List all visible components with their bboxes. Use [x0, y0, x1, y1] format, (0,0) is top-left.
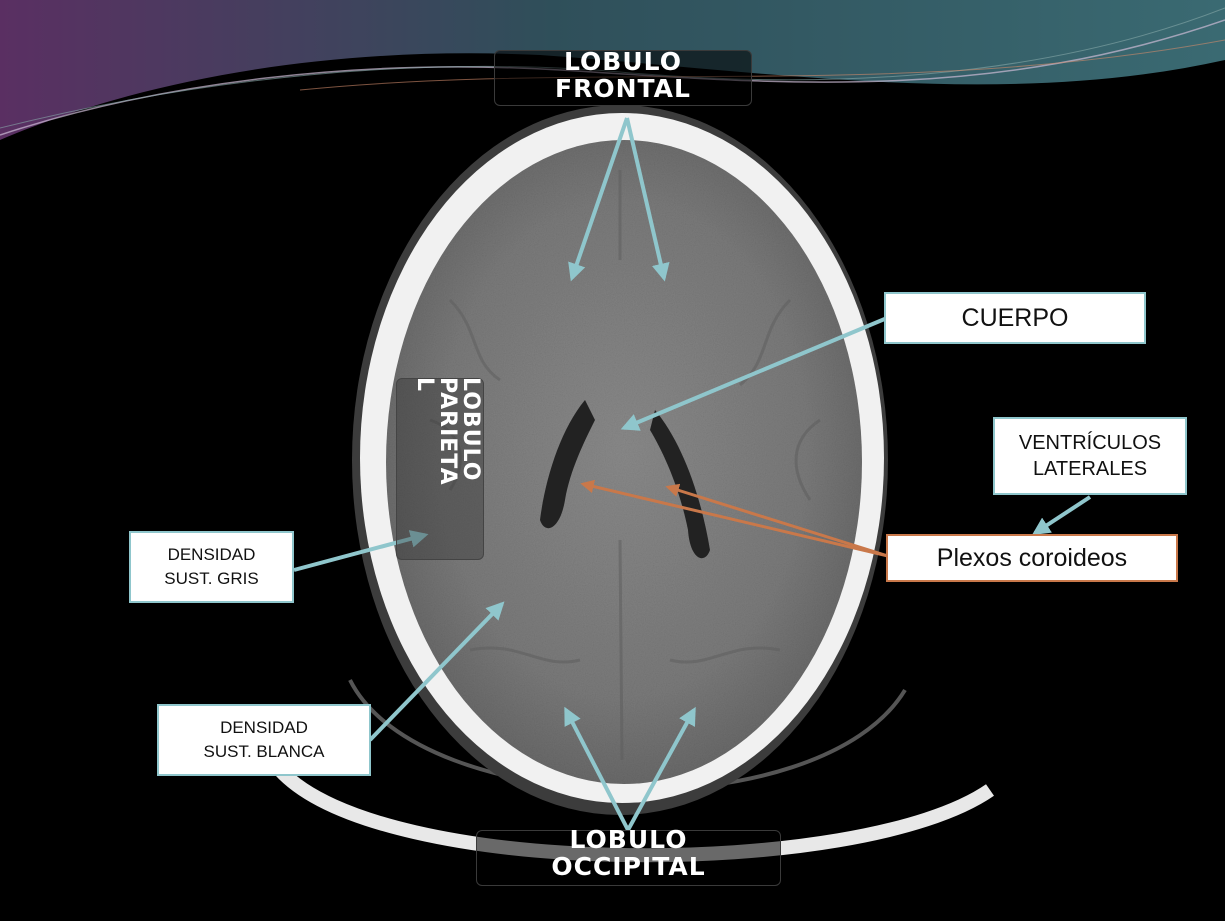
blanca-line-1: DENSIDAD — [220, 716, 308, 740]
plexos-label: Plexos coroideos — [937, 544, 1127, 573]
frontal-lobe-label: LOBULO FRONTAL — [494, 48, 752, 106]
parietal-line-3: L — [413, 377, 436, 557]
blanca-line-2: SUST. BLANCA — [204, 740, 325, 764]
frontal-line-2: FRONTAL — [494, 75, 752, 102]
ventriculos-line-2: LATERALES — [1033, 456, 1147, 482]
gris-line-2: SUST. GRIS — [164, 567, 258, 591]
blanca-label-box: DENSIDAD SUST. BLANCA — [157, 704, 371, 776]
ventriculos-line-1: VENTRÍCULOS — [1019, 430, 1161, 456]
parietal-line-1: LOBULO — [459, 377, 482, 557]
plexos-label-box: Plexos coroideos — [886, 534, 1178, 582]
gris-line-1: DENSIDAD — [168, 543, 256, 567]
gris-label-box: DENSIDAD SUST. GRIS — [129, 531, 294, 603]
occipital-line-2: OCCIPITAL — [476, 853, 781, 880]
parietal-lobe-label: LOBULO PARIETA L — [458, 377, 482, 557]
cuerpo-label: CUERPO — [962, 304, 1069, 333]
cuerpo-label-box: CUERPO — [884, 292, 1146, 344]
occipital-lobe-label: LOBULO OCCIPITAL — [476, 826, 781, 886]
frontal-line-1: LOBULO — [494, 48, 752, 75]
parietal-line-2: PARIETA — [436, 377, 459, 557]
occipital-line-1: LOBULO — [476, 826, 781, 853]
ventriculos-label-box: VENTRÍCULOS LATERALES — [993, 417, 1187, 495]
